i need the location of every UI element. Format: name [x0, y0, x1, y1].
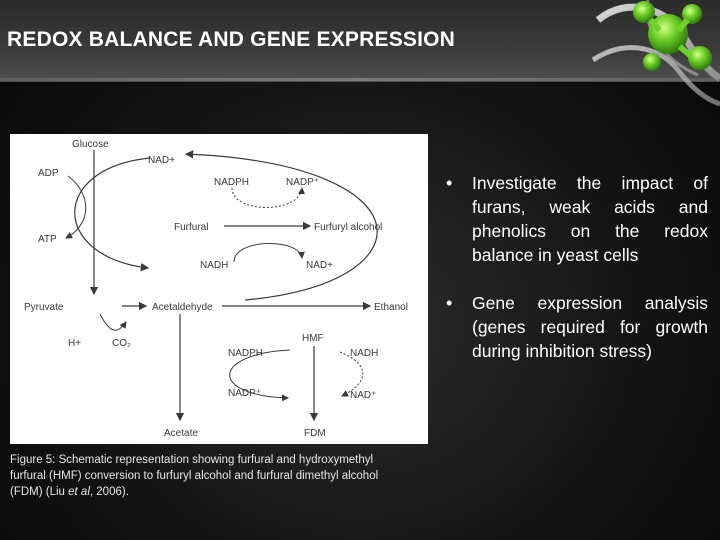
nadph-loop-arrow [231, 187, 306, 208]
label-nadp-top: NADP⁺ [286, 177, 319, 188]
label-nad-plus-top: NAD+ [148, 155, 175, 166]
label-nadph-top: NADPH [214, 177, 249, 188]
co2-release-arrow [99, 313, 127, 331]
nadh-loop-arrow [233, 242, 305, 263]
bullet-item-gene-expression: • Gene expression analysis (genes requir… [444, 291, 708, 363]
nad-cycle-right-arrow [184, 150, 378, 301]
caption-line-2: furfural (HMF) conversion to furfuryl al… [10, 470, 379, 482]
caption-line-1: Figure 5: Schematic representation showi… [10, 454, 374, 466]
caption-line-3-italic: et al [68, 486, 90, 498]
label-co2: CO₂ [112, 338, 131, 349]
pathway-diagram: Glucose NAD+ ADP ATP NADPH NADP⁺ Furfura… [10, 134, 428, 444]
label-nadph-bottom: NADPH [228, 348, 263, 359]
header-divider [0, 78, 720, 81]
label-h-plus: H+ [68, 338, 81, 349]
label-fdm: FDM [304, 428, 326, 439]
header-band [0, 0, 720, 82]
bullet-marker: • [446, 293, 453, 313]
bullet-text: Gene expression analysis (genes required… [472, 293, 708, 361]
label-nad-bottom: NAD⁺ [350, 390, 376, 401]
label-pyruvate: Pyruvate [24, 302, 64, 313]
label-glucose: Glucose [72, 139, 109, 150]
slide-title: REDOX BALANCE AND GENE EXPRESSION [7, 28, 456, 51]
figure-caption: Figure 5: Schematic representation showi… [10, 452, 470, 500]
molecule-logo-icon [591, 0, 720, 107]
label-hmf: HMF [302, 333, 324, 344]
bullet-item-redox: • Investigate the impact of furans, weak… [444, 171, 708, 267]
bullet-list: • Investigate the impact of furans, weak… [444, 171, 708, 387]
label-furfural: Furfural [174, 222, 208, 233]
label-nadh-bottom: NADH [350, 348, 378, 359]
label-nadp-bottom: NADP⁺ [228, 388, 261, 399]
label-nad-plus-mid: NAD+ [306, 260, 333, 271]
label-acetate: Acetate [164, 428, 198, 439]
label-adp: ADP [38, 168, 59, 179]
bullet-text: Investigate the impact of furans, weak a… [472, 173, 708, 265]
bullet-marker: • [446, 173, 453, 193]
label-acetaldehyde: Acetaldehyde [152, 302, 213, 313]
nadph-lower-loop-arrow [229, 349, 291, 402]
label-nadh-mid: NADH [200, 260, 228, 271]
adp-atp-arrow [65, 175, 87, 239]
nadh-lower-loop-arrow [339, 351, 364, 397]
label-furfuryl-alcohol: Furfuryl alcohol [314, 222, 382, 233]
label-ethanol: Ethanol [374, 302, 408, 313]
nad-cycle-left-arrow [74, 157, 151, 272]
label-atp: ATP [38, 234, 57, 245]
caption-line-3-suffix: , 2006). [89, 486, 129, 498]
caption-line-3-prefix: (FDM) (Liu [10, 486, 69, 498]
pathway-diagram-svg: Glucose NAD+ ADP ATP NADPH NADP⁺ Furfura… [24, 139, 408, 439]
